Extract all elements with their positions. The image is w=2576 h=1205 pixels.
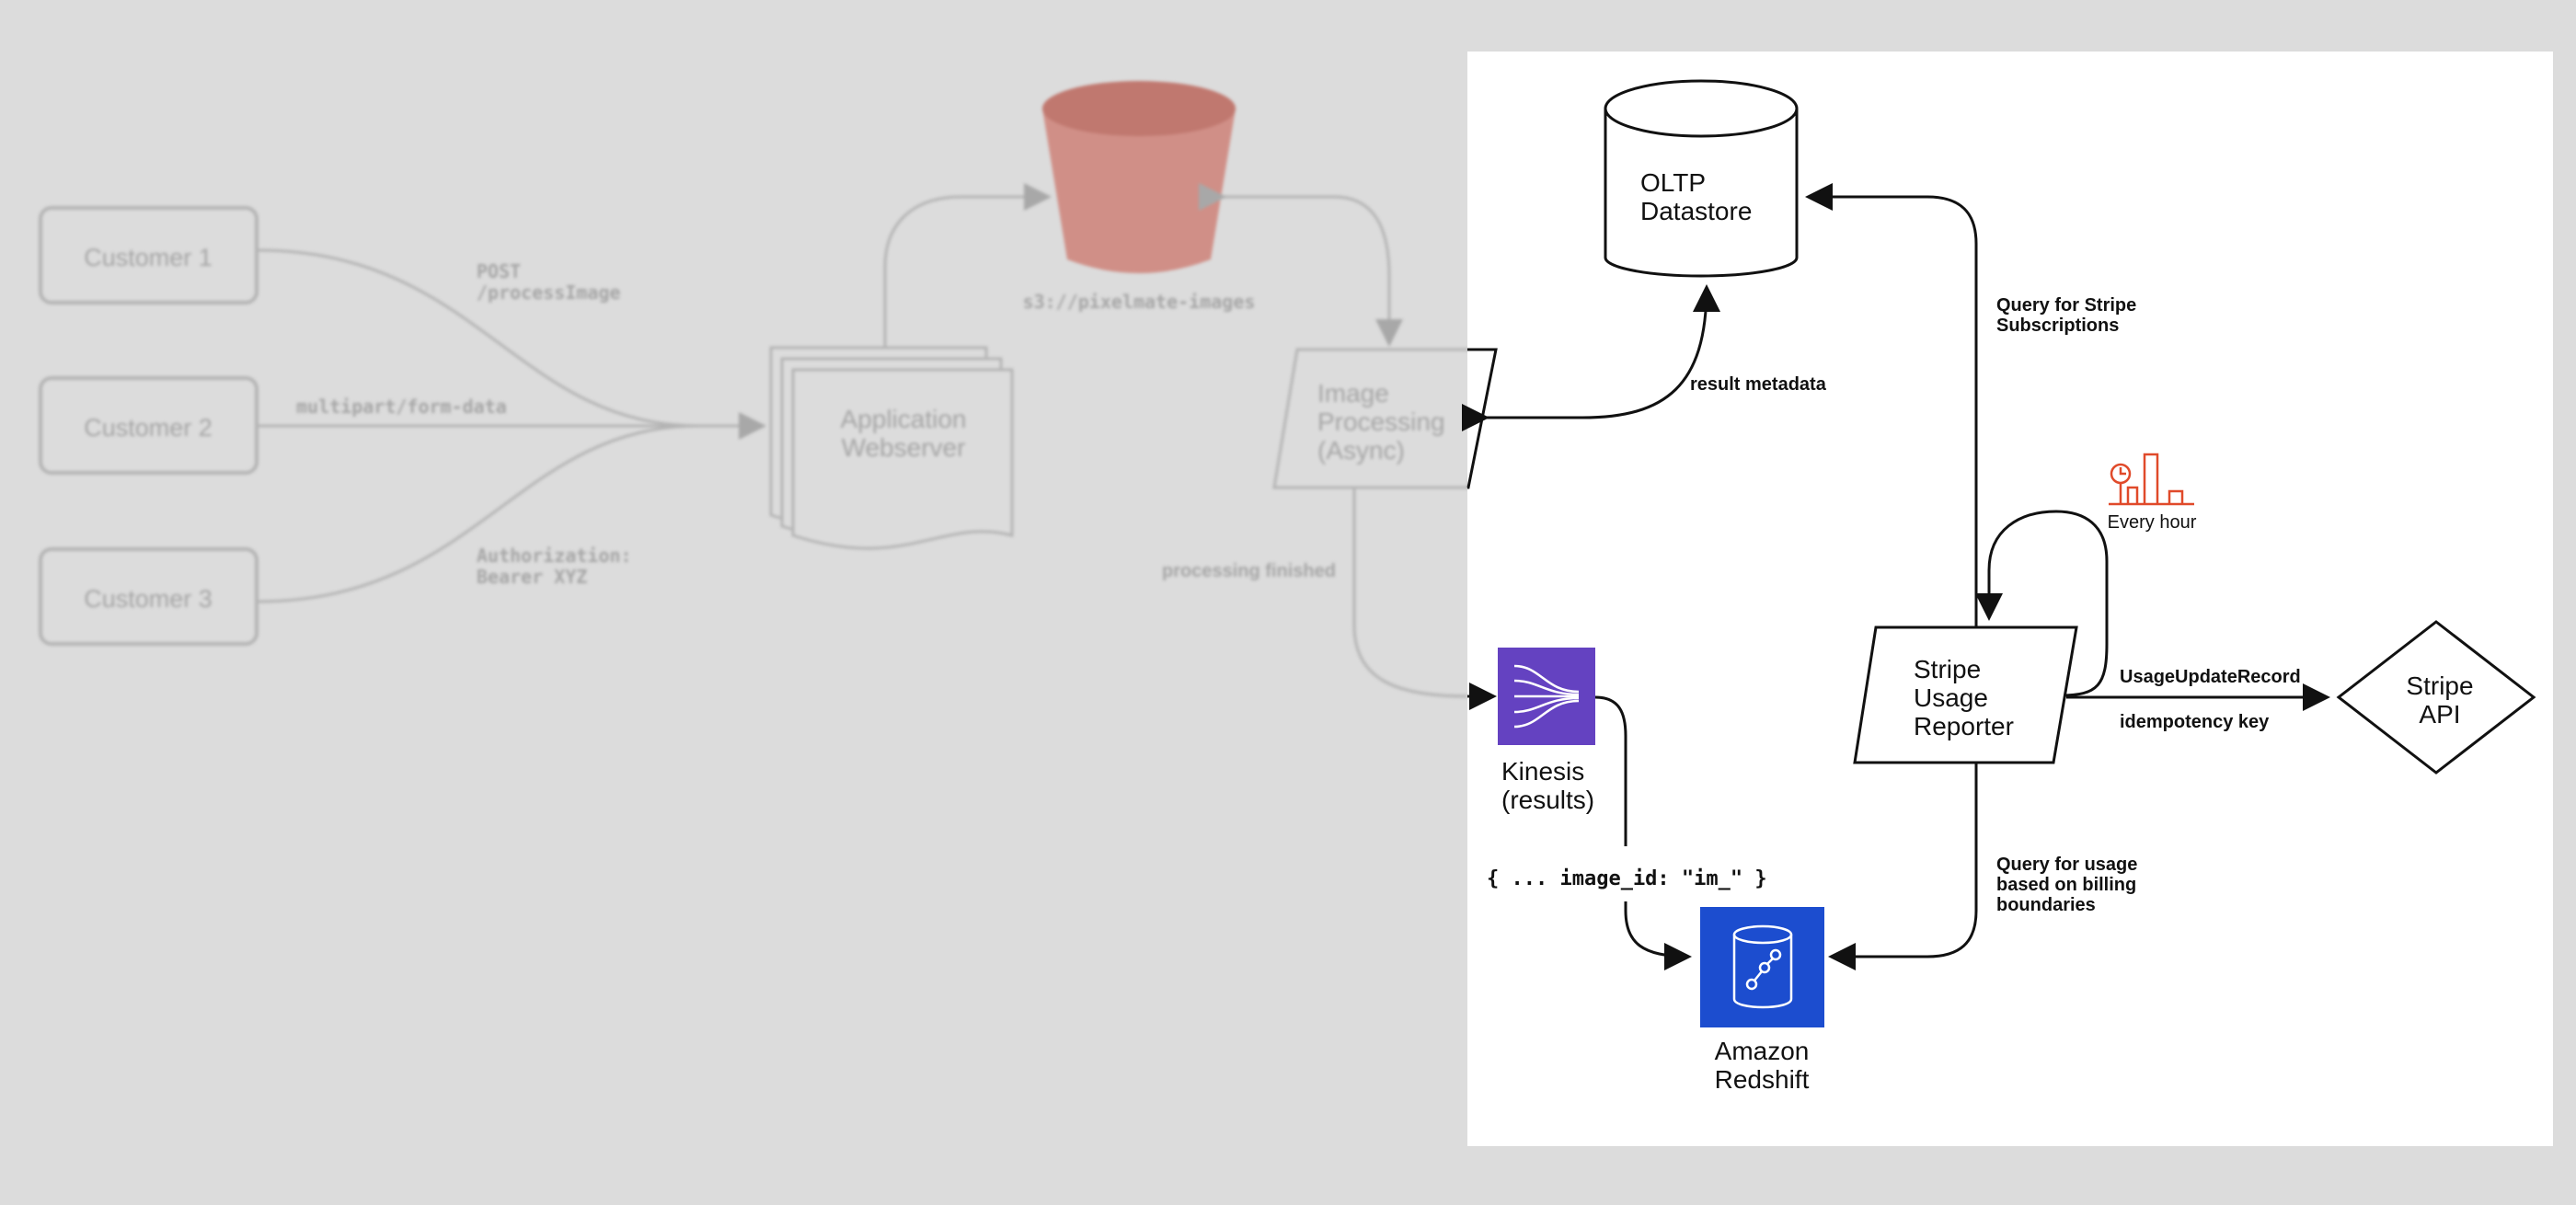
customer-2-label: Customer 2 [84,414,213,442]
focus-section: OLTP Datastore result metadata Query for… [1462,79,2536,1094]
result-metadata-label: result metadata [1690,374,1827,395]
stripe-usage-reporter-shape [1853,625,2078,764]
customer-3-box [39,547,259,646]
redshift-label-line2: Redshift [1715,1065,1810,1094]
authorization-label: Authorization: [477,545,632,567]
kinesis-to-redshift-lower [1624,901,1692,970]
kinesis-to-redshift-upper [1594,695,1627,846]
webserver-doc-front [791,368,1014,550]
query-usage-line3: boundaries [1996,895,2096,915]
webserver-label-line2: Webserver [842,433,966,462]
stripe-api-line1: Stripe [2406,671,2473,700]
oltp-label-line1: OLTP [1640,168,1706,197]
query-usage-line1: Query for usage [1996,855,2137,875]
redshift-label-line1: Amazon [1715,1037,1810,1065]
stripe-api-line2: API [2419,700,2460,729]
customer-1-label: Customer 1 [84,244,213,271]
multipart-label: multipart/form-data [296,396,507,418]
post-label: POST [477,260,521,282]
oltp-datastore-top [1604,79,1799,138]
clock-bar-chart-icon [2109,453,2194,506]
every-hour-label: Every hour [2108,512,2197,533]
query-usage-line2: based on billing [1996,875,2136,895]
query-subscriptions-line2: Subscriptions [1996,316,2119,336]
customer-3-connector [256,424,700,603]
process-image-label: /processImage [477,281,621,304]
webserver-to-bucket-arrow [883,183,1052,348]
image-processing-line1: Image [1317,379,1389,407]
background-section: Customer 1 Customer 2 Customer 3 POST /p… [39,81,1498,698]
kinesis-label-line1: Kinesis [1501,757,1584,786]
hourly-loop-arrow [1975,510,2109,697]
customer-3-label: Customer 3 [84,585,213,613]
kinesis-stream-lines [1513,664,1580,729]
usage-update-record-label: UsageUpdateRecord [2120,667,2301,687]
bucket-processing-arrow [1199,183,1403,347]
redshift-database-icon [1700,907,1824,1027]
oltp-datastore-cylinder [1604,109,1799,278]
reporter-label-line1: Stripe [1914,655,1981,683]
redshift-glyph [1732,924,1793,1009]
oltp-label-line2: Datastore [1640,197,1752,225]
idempotency-key-label: idempotency key [2120,712,2270,732]
reporter-label-line3: Reporter [1914,712,2014,740]
stripe-api-shape [2336,620,2536,775]
bearer-label: Bearer XYZ [477,566,587,588]
result-metadata-arrow [1462,284,1720,431]
image-processing-line2: Processing [1317,407,1445,436]
reporter-label-line2: Usage [1914,683,1988,712]
query-subscriptions-arrow [1805,183,1978,627]
customer-1-box [39,206,259,304]
image-processing-line3: (Async) [1317,436,1405,465]
s3-bucket-rim [1042,81,1236,136]
query-subscriptions-line1: Query for Stripe [1996,295,2136,316]
webserver-label-line1: Application [841,405,967,433]
customer-1-connector [256,248,700,428]
query-usage-arrow [1828,763,1978,970]
processing-finished-label: processing finished [1162,561,1336,581]
payload-snippet: { ... image_id: "im_" } [1487,867,1767,890]
processing-finished-connector [1352,488,1468,698]
s3-bucket-icon [1042,109,1236,273]
bucket-label: s3://pixelmate-images [1023,291,1256,313]
kinesis-label-line2: (results) [1501,786,1594,814]
